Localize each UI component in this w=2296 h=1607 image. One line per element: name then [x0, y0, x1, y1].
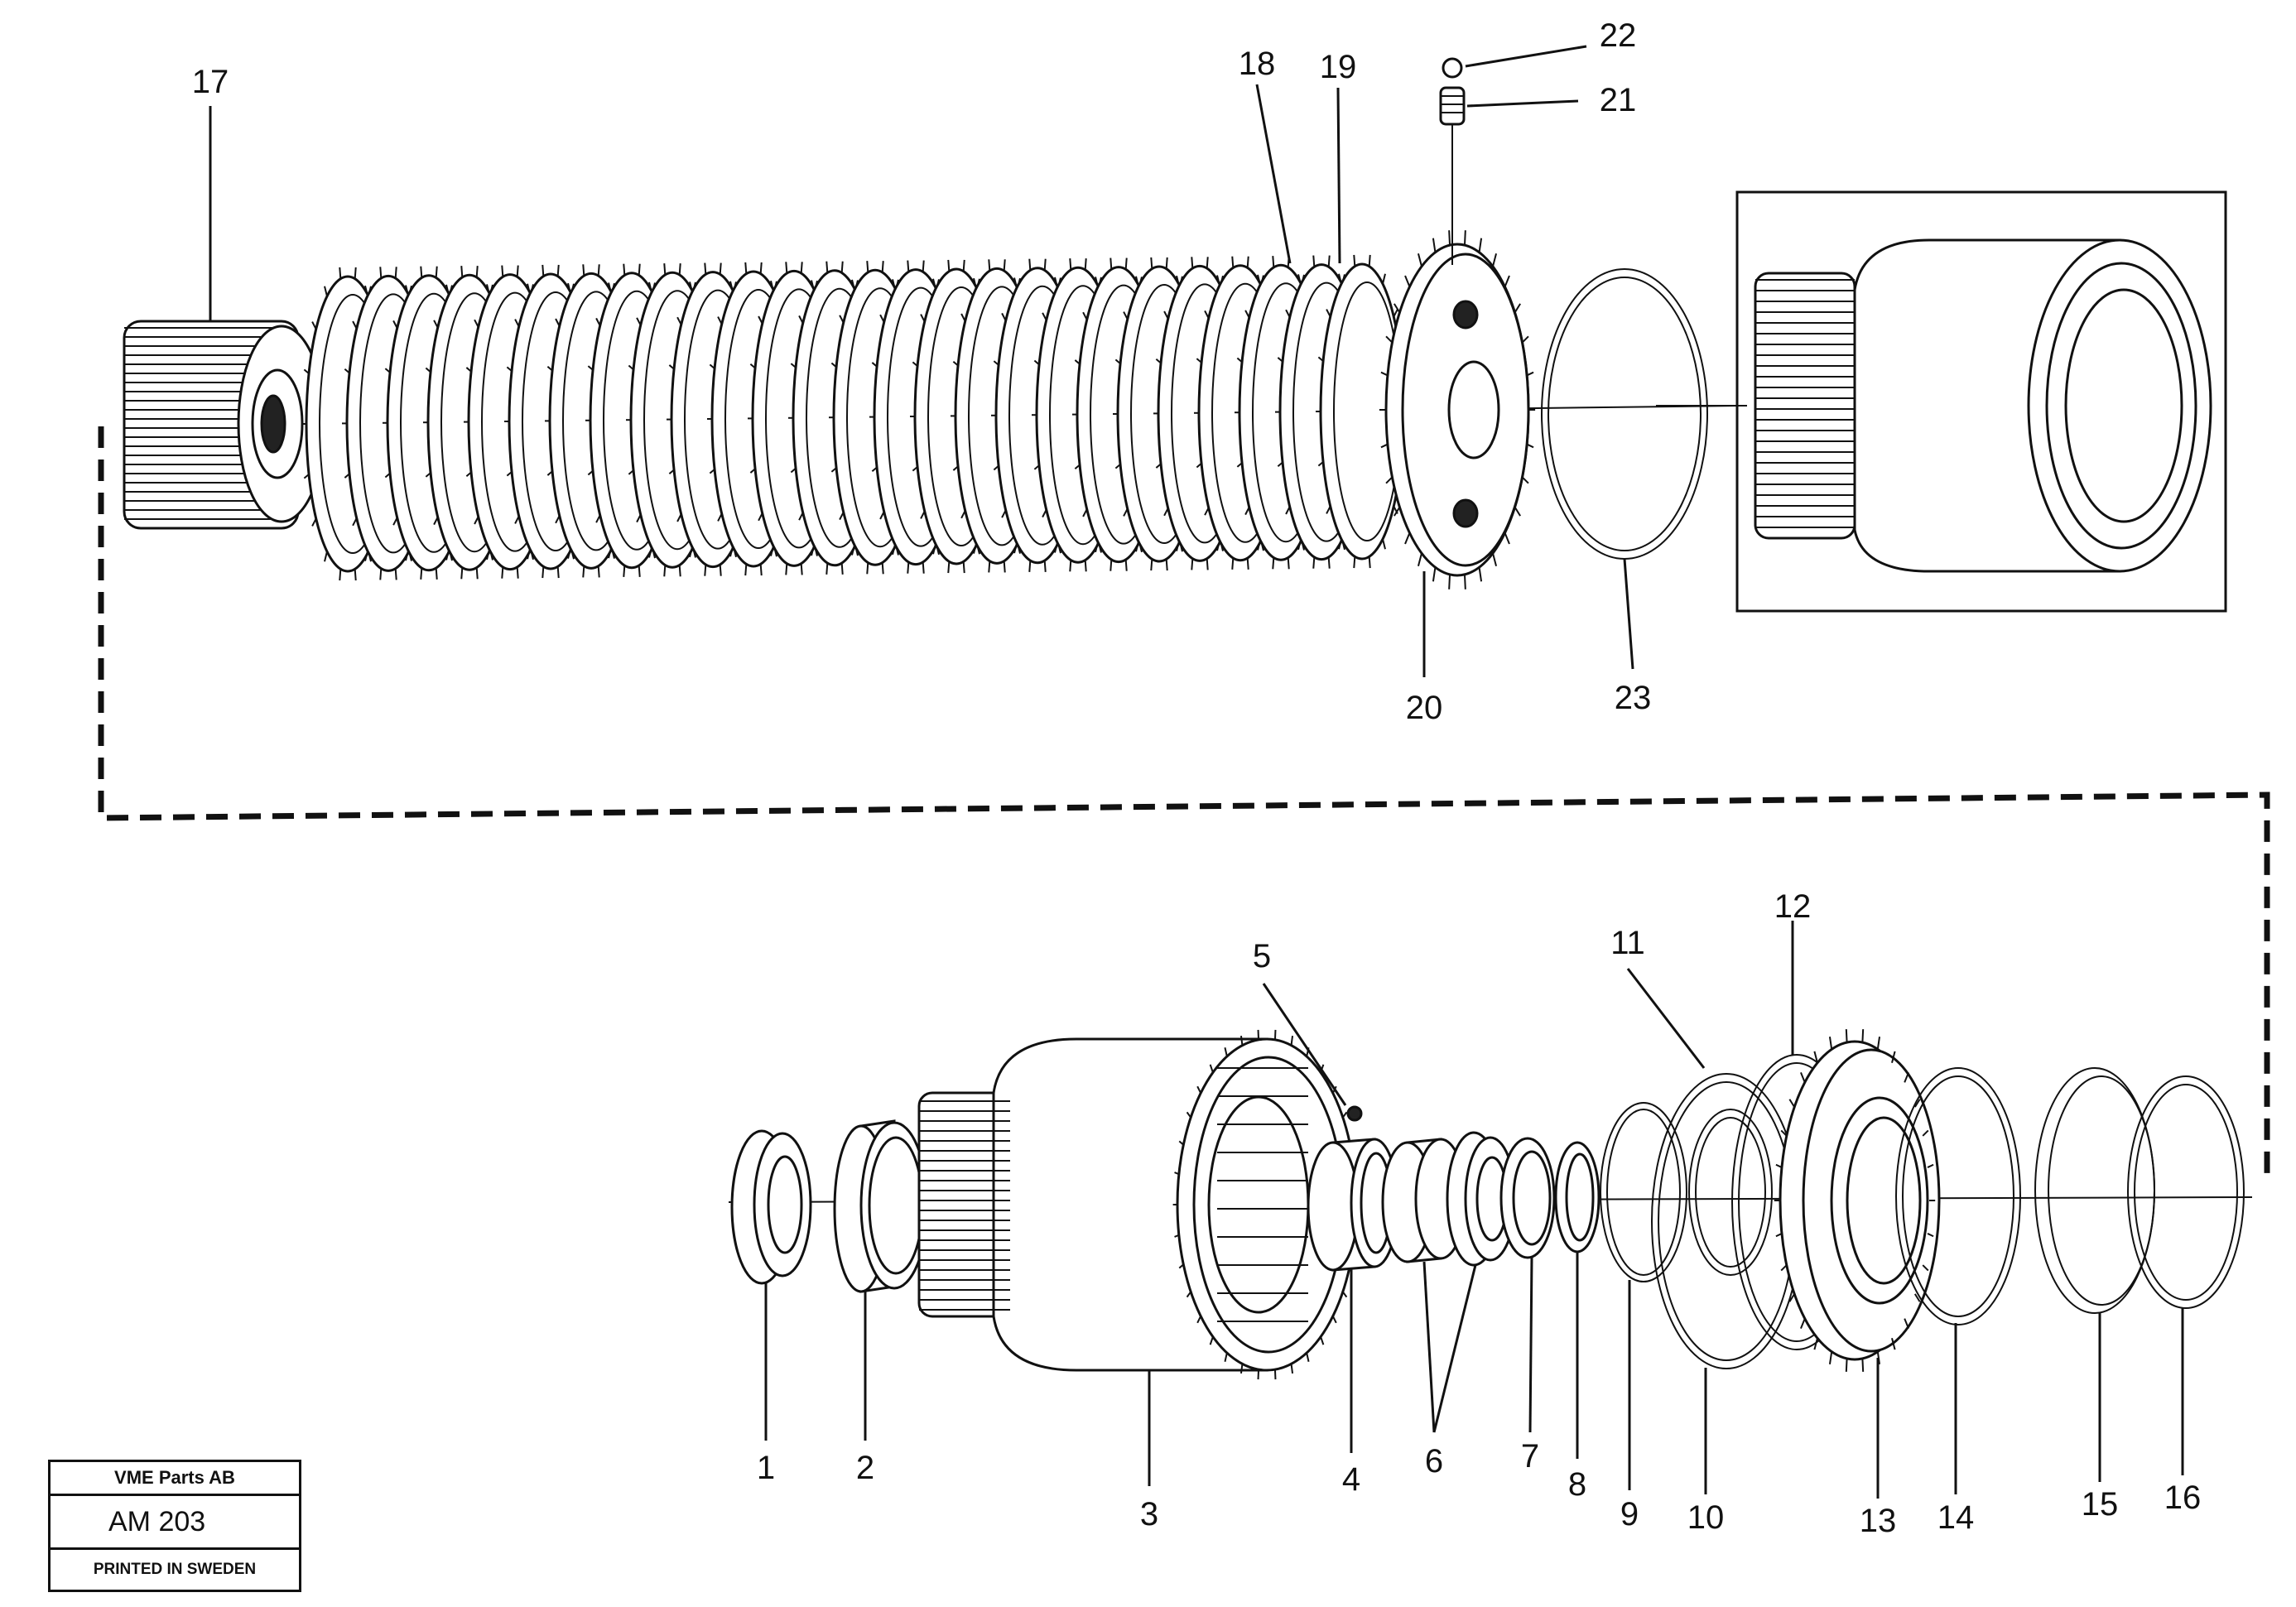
clutch-disc-stack	[301, 254, 1408, 581]
race-part-2	[833, 1119, 929, 1293]
pressure-plate-part-20	[1379, 230, 1536, 589]
ring-part-9	[1600, 1102, 1687, 1282]
part-label-10: 10	[1687, 1499, 1725, 1536]
leader-lines	[209, 45, 2184, 1499]
title-block: VME Parts AB AM 203 PRINTED IN SWEDEN	[48, 1460, 301, 1592]
part-label-23: 23	[1615, 680, 1652, 716]
hub-part-17	[123, 320, 326, 530]
top-clutch-pack-assembly	[123, 57, 2227, 613]
part-label-8: 8	[1568, 1466, 1586, 1503]
part-label-6: 6	[1425, 1443, 1443, 1479]
seal-ring-part-11	[1688, 1109, 1773, 1276]
title-block-printed: PRINTED IN SWEDEN	[93, 1561, 257, 1578]
assembly-connector-dashed-line	[98, 426, 2270, 1176]
part-label-3: 3	[1140, 1496, 1158, 1532]
part-label-21: 21	[1600, 82, 1637, 118]
ring-part-14	[1895, 1067, 2021, 1326]
part-label-16: 16	[2164, 1479, 2202, 1516]
part-label-20: 20	[1406, 690, 1443, 726]
part-label-15: 15	[2082, 1486, 2119, 1523]
drum-part-3	[917, 1029, 1361, 1380]
part-label-17: 17	[192, 64, 229, 100]
part-number-labels: 17 18 19 22 21 20 23 5 11 12 1 2 3 4 6 7…	[192, 17, 2202, 1539]
bottom-drum-assembly	[728, 1029, 2253, 1380]
part-label-13: 13	[1860, 1503, 1897, 1539]
inset-housing-view	[1656, 190, 2227, 613]
snap-ring-part-23	[1541, 268, 1708, 560]
piston-part-13	[1774, 1029, 1941, 1372]
ball-part-22	[1442, 57, 1463, 79]
ring-part-7	[1499, 1137, 1556, 1259]
part-label-7: 7	[1521, 1438, 1539, 1475]
part-label-11: 11	[1610, 925, 1645, 961]
bearing-part-1	[730, 1129, 812, 1285]
clutch-disc	[1316, 254, 1408, 569]
part-label-4: 4	[1342, 1461, 1360, 1498]
part-label-1: 1	[757, 1450, 775, 1486]
ball-part-5	[1346, 1105, 1363, 1122]
bearing-part-6	[1381, 1131, 1517, 1267]
part-label-9: 9	[1620, 1496, 1639, 1532]
part-label-22: 22	[1600, 17, 1637, 54]
part-label-14: 14	[1937, 1499, 1975, 1536]
title-block-company: VME Parts AB	[51, 1462, 299, 1496]
washer-part-8	[1554, 1141, 1600, 1253]
part-label-19: 19	[1320, 49, 1357, 85]
part-label-5: 5	[1253, 938, 1271, 974]
snap-ring-part-16	[2127, 1075, 2245, 1309]
part-label-12: 12	[1774, 888, 1812, 925]
plug-part-21	[1439, 86, 1466, 265]
spring-ring-part-15	[2034, 1067, 2155, 1314]
title-block-drawing-number: AM 203	[51, 1496, 299, 1550]
part-label-2: 2	[856, 1450, 874, 1486]
part-label-18: 18	[1239, 46, 1276, 82]
